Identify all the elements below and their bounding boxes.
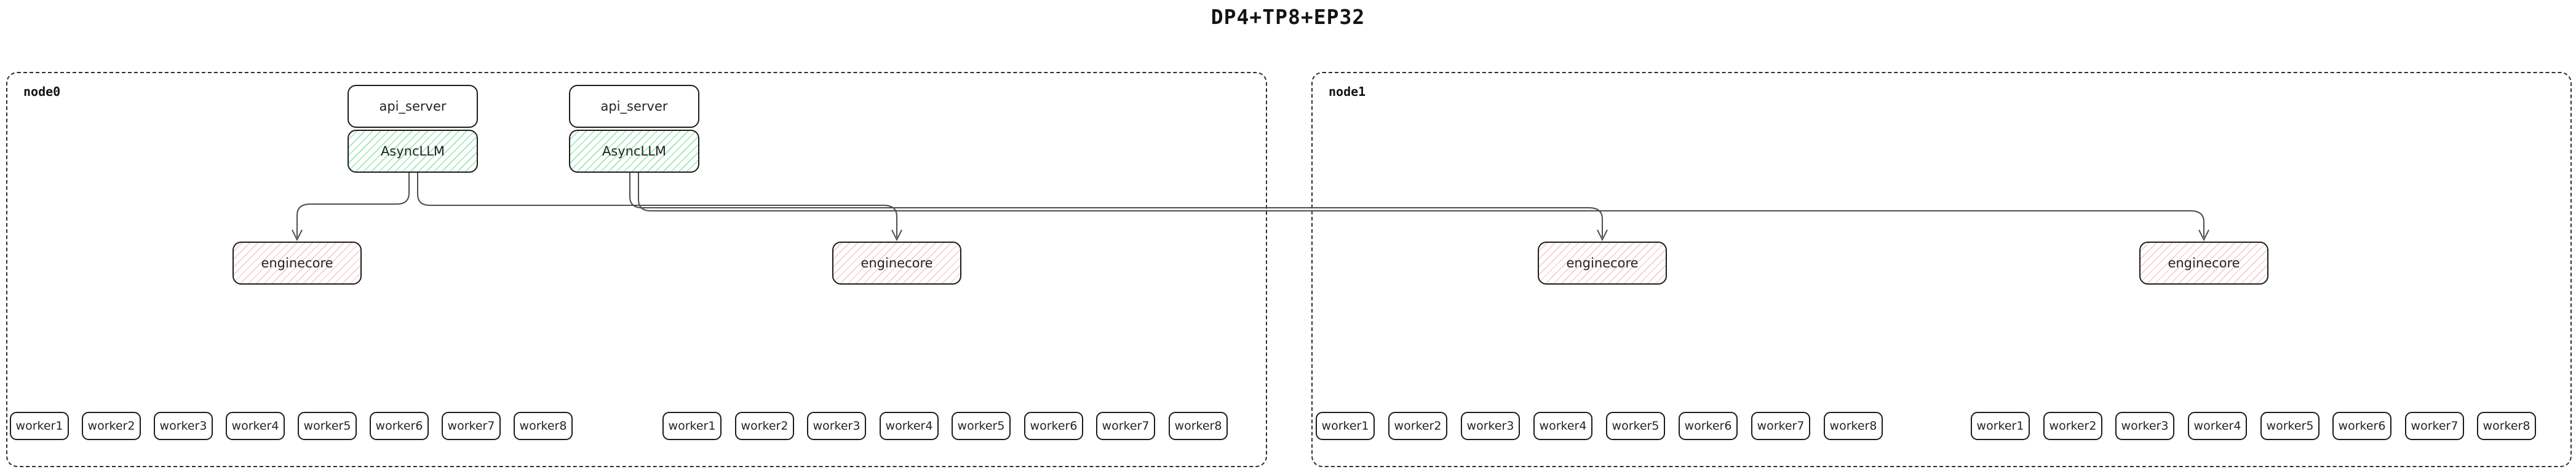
worker-box: worker4 — [2188, 412, 2247, 440]
worker-box: worker8 — [1824, 412, 1883, 440]
worker-box: worker4 — [1533, 412, 1592, 440]
worker-box: worker8 — [2477, 412, 2536, 440]
worker-box: worker7 — [1751, 412, 1810, 440]
worker-box: worker5 — [298, 412, 357, 440]
worker-box: worker1 — [1971, 412, 2030, 440]
worker-box: worker2 — [735, 412, 794, 440]
api-server-box-1: api_server — [348, 85, 478, 128]
worker-box: worker6 — [370, 412, 429, 440]
worker-box: worker2 — [82, 412, 141, 440]
asyncllm-box-1: AsyncLLM — [348, 130, 478, 173]
worker-box: worker4 — [880, 412, 939, 440]
worker-box: worker1 — [1316, 412, 1375, 440]
worker-box: worker5 — [1606, 412, 1665, 440]
worker-box: worker8 — [1169, 412, 1228, 440]
diagram-title: DP4+TP8+EP32 — [1210, 5, 1366, 29]
worker-box: worker1 — [662, 412, 722, 440]
enginecore-box-2: enginecore — [832, 242, 961, 285]
worker-box: worker5 — [952, 412, 1011, 440]
worker-box: worker6 — [1024, 412, 1083, 440]
node1-container — [1311, 72, 2572, 467]
worker-box: worker7 — [1096, 412, 1155, 440]
worker-box: worker3 — [2115, 412, 2174, 440]
worker-box: worker2 — [1388, 412, 1447, 440]
worker-box: worker1 — [10, 412, 69, 440]
worker-box: worker7 — [442, 412, 501, 440]
worker-box: worker2 — [2043, 412, 2102, 440]
worker-box: worker7 — [2405, 412, 2464, 440]
worker-box: worker6 — [1679, 412, 1738, 440]
worker-box: worker6 — [2332, 412, 2391, 440]
enginecore-box-1: enginecore — [233, 242, 362, 285]
worker-box: worker5 — [2260, 412, 2320, 440]
worker-box: worker8 — [514, 412, 573, 440]
worker-box: worker4 — [226, 412, 285, 440]
asyncllm-box-2: AsyncLLM — [569, 130, 699, 173]
worker-box: worker3 — [1461, 412, 1520, 440]
node1-label: node1 — [1329, 84, 1366, 99]
enginecore-box-4: enginecore — [2139, 242, 2268, 285]
node0-container — [6, 72, 1267, 467]
api-server-box-2: api_server — [569, 85, 699, 128]
worker-box: worker3 — [154, 412, 213, 440]
enginecore-box-3: enginecore — [1538, 242, 1667, 285]
node0-label: node0 — [23, 84, 61, 99]
worker-box: worker3 — [807, 412, 866, 440]
